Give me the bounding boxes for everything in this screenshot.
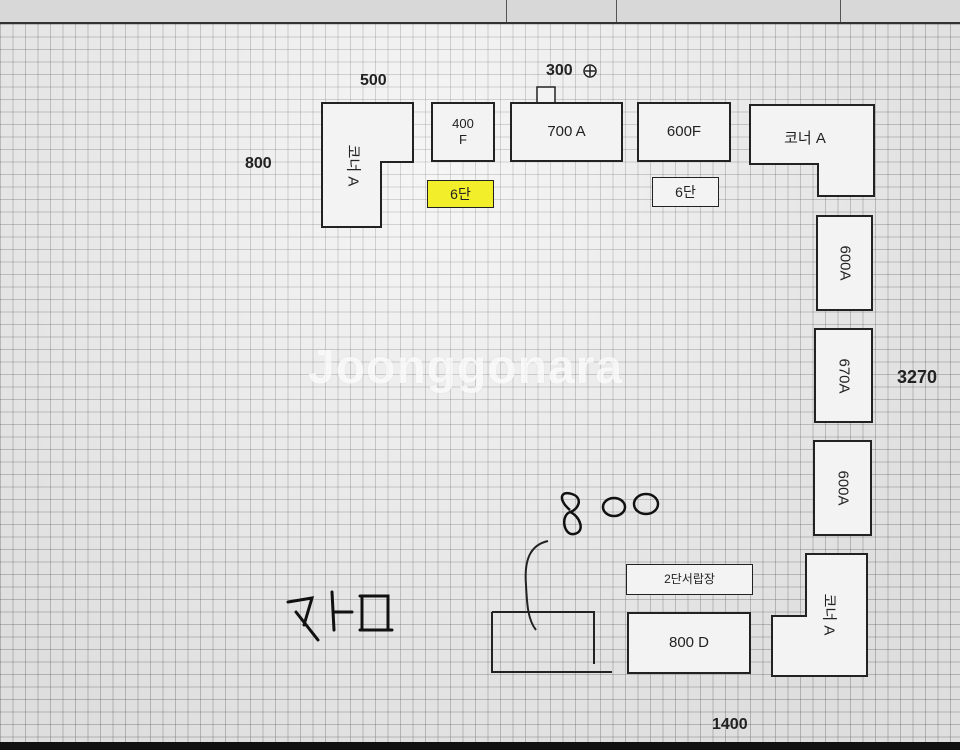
dimension-top-gap: 300 [546, 62, 573, 79]
cabinet-600a-top: 600A [816, 215, 873, 311]
cabinet-600a-bottom-label: 600A [834, 470, 852, 506]
handwritten-character-da [286, 590, 354, 642]
corner-a-right-label: 코너 A [784, 130, 826, 147]
handwritten-0-first [601, 496, 627, 518]
bottom-edge [0, 742, 960, 750]
handwritten-0-second [632, 492, 660, 516]
watermark-text: Joonggonara [308, 341, 624, 394]
cabinet-600f: 600F [637, 102, 731, 162]
cabinet-670a-label: 670A [835, 357, 853, 394]
cabinet-800d: 800 D [627, 612, 751, 674]
corner-a-bottom-label: 코너 A [820, 593, 838, 636]
shelf-6-tier: 6단 [652, 177, 719, 207]
dimension-bottom-width: 1400 [712, 716, 748, 733]
handwritten-8 [560, 491, 582, 536]
connector-block [536, 86, 556, 104]
corner-a-right-shape [749, 104, 875, 197]
plus-icon [585, 66, 595, 76]
handwritten-character-go [358, 594, 394, 632]
handwritten-dimension-800: 800 [558, 490, 662, 538]
handwritten-box [491, 611, 612, 673]
handwritten-hook [524, 540, 549, 631]
header-cell [0, 0, 507, 22]
cabinet-400f-width: 400 [452, 116, 474, 132]
cabinet-600a-top-label: 600A [836, 245, 854, 281]
shelf-6-tier-yellow: 6단 [427, 180, 494, 208]
spreadsheet-header-bar [0, 0, 960, 24]
cabinet-670a: 670A [814, 328, 873, 423]
dimension-top-width: 500 [360, 72, 387, 89]
cabinet-700a: 700 A [510, 102, 623, 162]
corner-a-left-label: 코너 A [344, 144, 362, 187]
header-cell [506, 0, 617, 22]
dimension-left-height: 800 [245, 155, 272, 172]
drawer-2-tier: 2단서랍장 [626, 564, 753, 595]
header-cell [616, 0, 841, 22]
cabinet-400f-type: F [459, 132, 467, 147]
dimension-right-height: 3270 [897, 367, 938, 387]
cabinet-400f: 400 F [431, 102, 495, 162]
corner-a-left-shape [321, 102, 414, 228]
handwritten-note-left: 다고 [287, 592, 397, 642]
corner-a-bottom-shape [771, 553, 868, 677]
cabinet-600a-bottom: 600A [813, 440, 872, 536]
